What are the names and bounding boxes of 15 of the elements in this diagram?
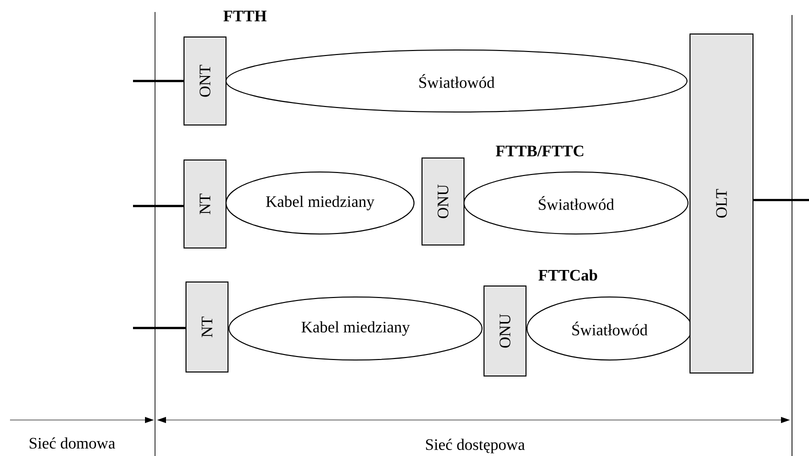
device-box: ONT xyxy=(184,36,226,126)
technology-label: FTTCab xyxy=(538,269,598,281)
cable-line xyxy=(133,80,184,82)
technology-label: FTTH xyxy=(224,10,266,22)
cable-line xyxy=(133,326,186,330)
device-box: NT xyxy=(184,160,226,248)
section-label: Sieć dostępowa xyxy=(426,438,525,454)
section-label: Sieć domowa xyxy=(30,437,116,449)
technology-label: FTTB/FTTC xyxy=(496,146,584,156)
device-box: ONU xyxy=(484,286,526,376)
device-box: NT xyxy=(186,282,228,372)
device-box: ONU xyxy=(422,158,464,246)
device-box: OLT xyxy=(690,34,754,374)
cable-line xyxy=(133,204,184,208)
cable-line xyxy=(754,198,809,202)
